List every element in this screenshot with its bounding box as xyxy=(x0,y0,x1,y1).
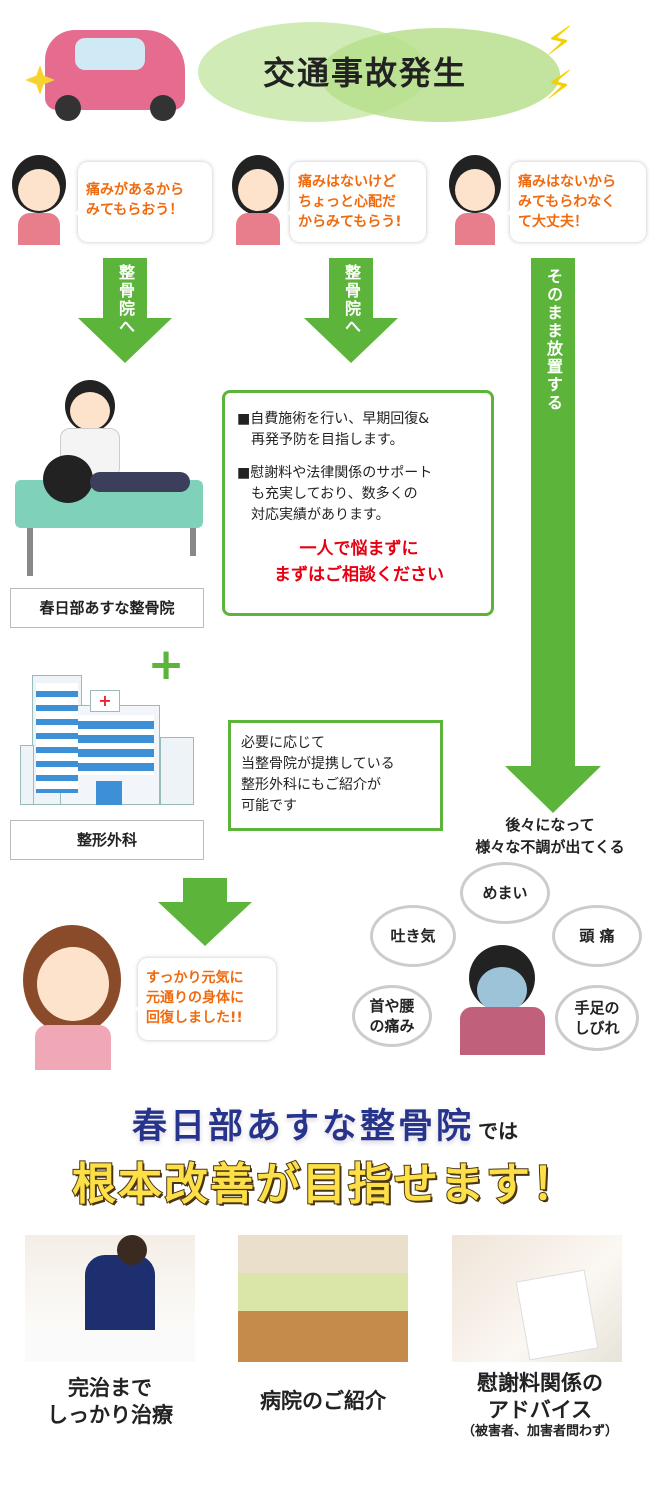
person-happy-icon xyxy=(15,925,130,1070)
feature-text: アドバイス xyxy=(487,1398,593,1422)
feature-text: 完治まで xyxy=(68,1376,152,1400)
treatment-photo xyxy=(25,1235,195,1362)
arrow-to-recovery xyxy=(158,878,252,946)
clinic-info-text: ■自費施術を行い、早期回復& xyxy=(237,411,430,427)
bubble-text: 痛みはないけど xyxy=(298,174,396,190)
clinic-info-text: 再発予防を目指します。 xyxy=(251,432,404,448)
symptom-dizziness: めまい xyxy=(460,862,550,924)
symptom-label: めまい xyxy=(482,884,528,902)
symptom-neck-back-pain: 首や腰の痛み xyxy=(352,985,432,1047)
feature-text: しっかり治療 xyxy=(47,1403,173,1427)
clinic-info-box: ■自費施術を行い、早期回復& 再発予防を目指します。 ■慰謝料や法律関係のサポー… xyxy=(222,390,494,616)
headline-line1: 春日部あすな整骨院では xyxy=(0,1098,650,1149)
hospital-info-box: 必要に応じて 当整骨院が提携している 整形外科にもご紹介が 可能です xyxy=(228,720,443,831)
bubble-text: 元通りの身体に xyxy=(146,990,244,1006)
plus-icon: + xyxy=(147,639,185,690)
bubble-text: みてもらわなく xyxy=(518,194,616,210)
symptom-label: 手足の xyxy=(574,999,620,1017)
clinic-info-text: 対応実績があります。 xyxy=(251,507,390,523)
symptom-nausea: 吐き気 xyxy=(370,905,456,967)
bubble-text: 痛みはないから xyxy=(518,174,616,190)
bubble-text: 回復しました!! xyxy=(146,1010,243,1026)
cta-text: 一人で悩まずに xyxy=(299,539,419,559)
bubble-text: て大丈夫！ xyxy=(518,214,588,230)
neglect-result-text: 後々になって 様々な不調が出てくる xyxy=(450,814,650,858)
clinic-info-text: ■慰謝料や法律関係のサポート xyxy=(237,465,433,481)
symptom-label: 首や腰 xyxy=(369,997,415,1015)
feature-subtext: （被害者、加害者問わず） xyxy=(461,1424,618,1439)
arrow-neglect: そのまま放置する xyxy=(505,258,601,813)
hospital-info-text: 可能です xyxy=(241,798,297,814)
treatment-illustration xyxy=(15,380,205,580)
feature-caption-treatment: 完治までしっかり治療 xyxy=(20,1375,200,1429)
arrow-label: 整骨院へ xyxy=(116,264,135,336)
speech-bubble: 痛みがあるからみてもらおう！ xyxy=(74,162,212,242)
headline-brand: 春日部あすな整骨院 xyxy=(131,1107,474,1147)
hospital-illustration: + xyxy=(20,675,196,810)
person-concerned-icon xyxy=(230,155,288,245)
feature-text: 慰謝料関係の xyxy=(477,1371,603,1395)
person-in-pain-icon xyxy=(455,945,550,1055)
title-ellipse-right xyxy=(320,28,560,122)
clinic-name-label: 春日部あすな整骨院 xyxy=(10,588,204,628)
feature-text: 病院のご紹介 xyxy=(260,1389,386,1413)
hospital-name-label: 整形外科 xyxy=(10,820,204,860)
arrow-label: 整骨院へ xyxy=(342,264,361,336)
hospital-info-text: 整形外科にもご紹介が xyxy=(241,777,381,793)
bubble-text: 痛みがあるから xyxy=(86,182,184,198)
feature-caption-advice: 慰謝料関係のアドバイス （被害者、加害者問わず） xyxy=(440,1370,640,1440)
consultation-photo xyxy=(452,1235,622,1362)
symptom-headache: 頭 痛 xyxy=(552,905,642,967)
symptom-label: 吐き気 xyxy=(390,927,436,945)
speech-bubble: すっかり元気に元通りの身体に回復しました!! xyxy=(134,958,276,1040)
hospital-info-text: 必要に応じて xyxy=(241,735,325,751)
page-title: 交通事故発生 xyxy=(262,54,467,92)
speech-bubble: 痛みはないけどちょっと心配だからみてもらう! xyxy=(286,162,426,242)
arrow-to-clinic-1: 整骨院へ xyxy=(78,258,172,363)
headline-main: 根本改善が目指せます！ xyxy=(71,1158,578,1211)
bubble-text: みてもらおう！ xyxy=(86,202,184,218)
bubble-text: ちょっと心配だ xyxy=(298,194,396,210)
bubble-text: すっかり元気に xyxy=(146,970,244,986)
headline-suffix: では xyxy=(478,1119,518,1143)
symptom-label: しびれ xyxy=(574,1019,620,1037)
speech-bubble: 痛みはないからみてもらわなくて大丈夫！ xyxy=(506,162,646,242)
person-worried-icon xyxy=(8,155,70,245)
arrow-label: そのまま放置する xyxy=(544,268,563,412)
symptom-numbness: 手足のしびれ xyxy=(555,985,639,1051)
car-crash-illustration xyxy=(25,20,195,121)
hospital-info-text: 当整骨院が提携している xyxy=(241,756,395,772)
cta-text: まずはご相談ください xyxy=(274,565,444,585)
neglect-text: 後々になって xyxy=(505,816,595,834)
clinic-interior-photo xyxy=(238,1235,408,1362)
feature-caption-referral: 病院のご紹介 xyxy=(228,1388,418,1415)
lightning-icon: ⚡⚡ xyxy=(545,19,574,109)
clinic-info-text: も充実しており、数多くの xyxy=(251,486,418,502)
bubble-text: からみてもらう! xyxy=(298,214,402,230)
symptom-label: 頭 痛 xyxy=(579,927,615,945)
symptom-label: の痛み xyxy=(369,1017,415,1035)
arrow-to-clinic-2: 整骨院へ xyxy=(304,258,398,363)
person-smiling-icon xyxy=(445,155,505,245)
neglect-text: 様々な不調が出てくる xyxy=(475,838,625,856)
